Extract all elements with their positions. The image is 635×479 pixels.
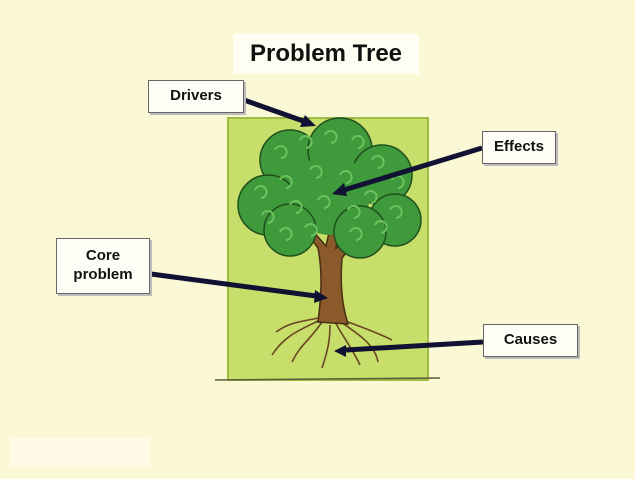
arrow-drivers xyxy=(243,97,307,125)
label-effects: Effects xyxy=(482,131,556,164)
label-drivers: Drivers xyxy=(148,80,244,113)
arrow-causes xyxy=(345,339,484,353)
page-title: Problem Tree xyxy=(233,34,419,74)
arrow-effects xyxy=(343,145,483,193)
label-core-problem: Core problem xyxy=(56,238,150,294)
tree-foliage xyxy=(237,117,422,259)
label-causes: Causes xyxy=(483,324,578,357)
arrow-core-problem xyxy=(150,271,317,299)
tree-roots xyxy=(271,317,393,369)
footer-strip xyxy=(10,438,150,468)
